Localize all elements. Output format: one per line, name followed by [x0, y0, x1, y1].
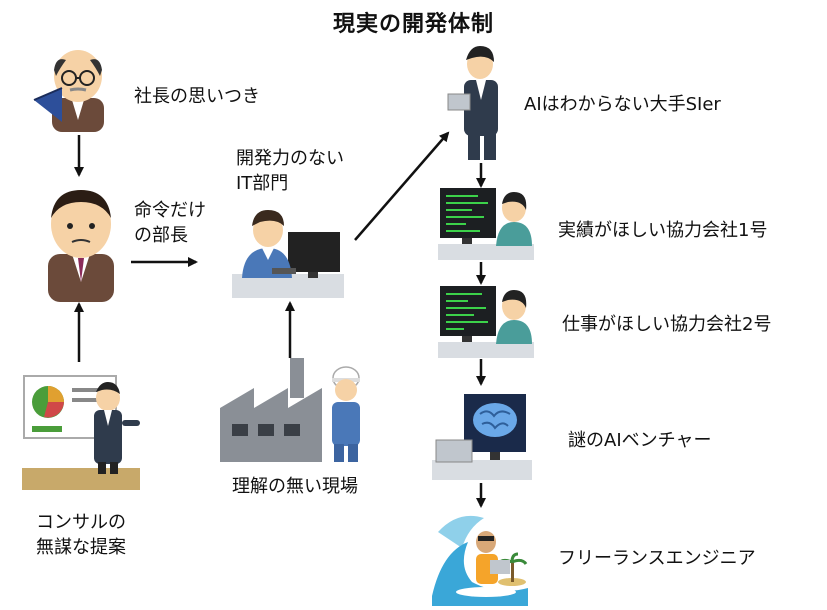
partner2-illustration [438, 286, 534, 358]
manager-label: 命令だけ の部長 [134, 200, 206, 246]
diagram-title: 現実の開発体制 [332, 12, 494, 37]
freelance-label: フリーランスエンジニア [558, 548, 756, 569]
partner1-label: 実績がほしい協力会社1号 [558, 220, 768, 241]
ai-venture-label: 謎のAIベンチャー [568, 430, 712, 451]
consultant-label: コンサルの 無謀な提案 [36, 512, 126, 558]
consultant-illustration [22, 375, 140, 490]
partner1-illustration [438, 188, 534, 260]
ai-venture-illustration [432, 394, 532, 480]
it-dept-label: 開発力のない IT部門 [236, 148, 344, 194]
freelance-illustration [432, 515, 528, 606]
site-illustration [220, 358, 360, 462]
it-dept-illustration [232, 210, 344, 298]
president-illustration [33, 50, 104, 132]
partner2-label: 仕事がほしい協力会社2号 [562, 314, 772, 335]
president-label: 社長の思いつき [134, 86, 260, 107]
big-sier-label: AIはわからない大手SIer [524, 94, 721, 115]
big-sier-illustration [447, 46, 498, 160]
site-label: 理解の無い現場 [232, 476, 358, 497]
arrow-it-to-sier [354, 131, 450, 241]
manager-illustration [48, 190, 114, 302]
